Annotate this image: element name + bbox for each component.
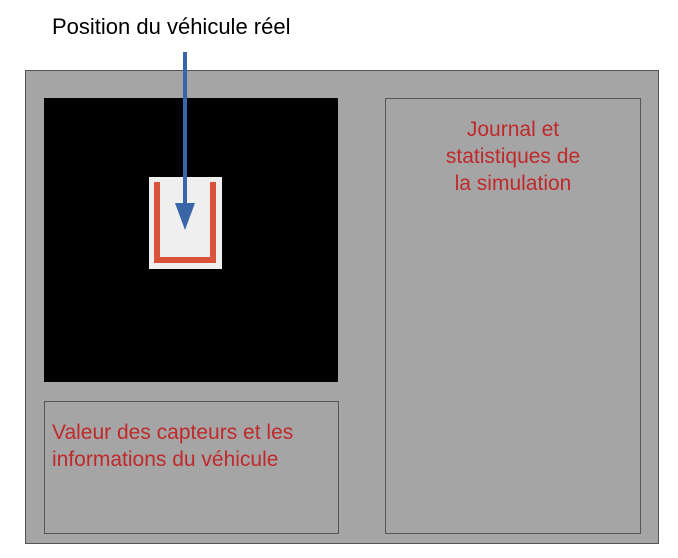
- sensors-panel: Valeur des capteurs et les informations …: [44, 401, 339, 534]
- log-panel-line: Journal et: [466, 118, 560, 141]
- log-panel: Journal et statistiques de la simulation: [385, 98, 641, 534]
- sensors-panel-line: informations du véhicule: [52, 448, 279, 471]
- log-panel-text: Journal et statistiques de la simulation: [386, 116, 640, 197]
- sensors-panel-line: Valeur des capteurs et les: [52, 421, 294, 444]
- log-panel-line: la simulation: [454, 172, 572, 195]
- vehicle-marker: [149, 177, 222, 269]
- vehicle-outline-icon: [154, 182, 216, 263]
- log-panel-line: statistiques de: [445, 145, 581, 168]
- vehicle-position-caption: Position du véhicule réel: [52, 14, 291, 39]
- sensors-panel-text: Valeur des capteurs et les informations …: [52, 419, 337, 473]
